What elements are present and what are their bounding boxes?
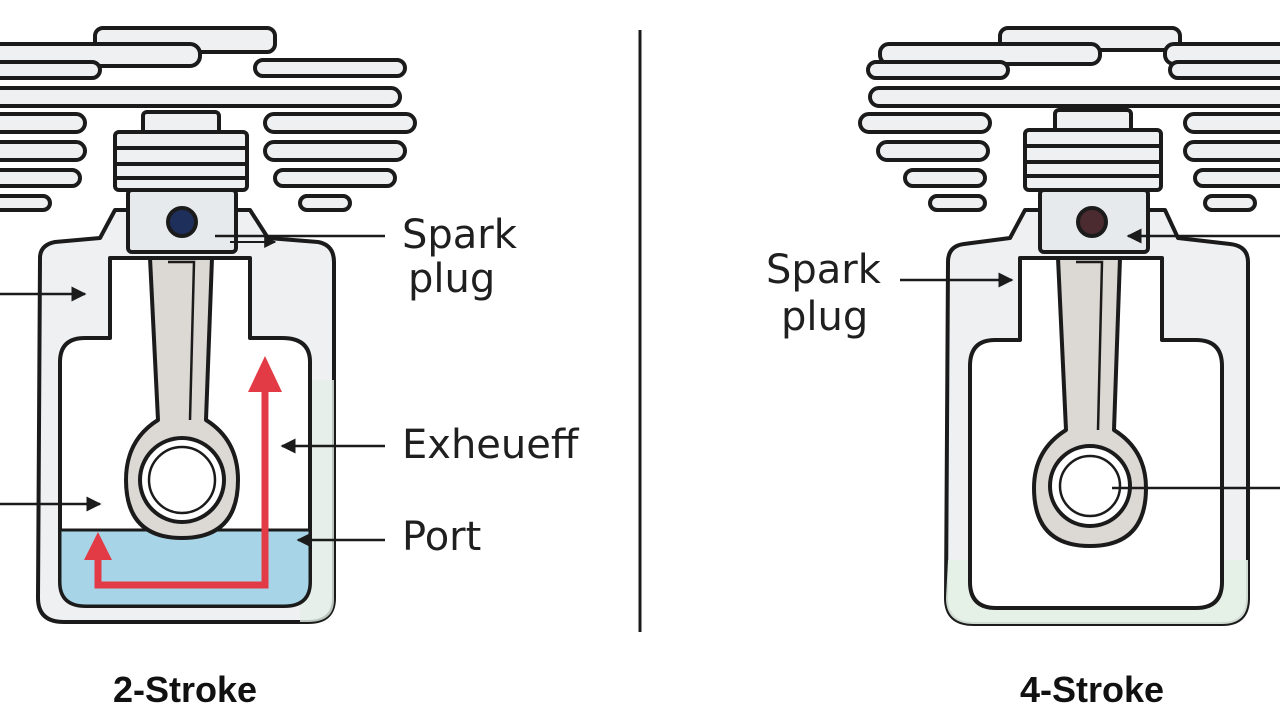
cooling-fins: [0, 26, 417, 212]
label-spark-plug-line1: Spark: [402, 212, 518, 258]
caption-four-stroke: 4-Stroke: [1020, 669, 1164, 710]
label-spark-plug-line2: plug: [408, 256, 495, 302]
caption-two-stroke: 2-Stroke: [113, 669, 257, 710]
flow-arrow: [94, 385, 269, 589]
label-spark-plug-line2: plug: [781, 294, 868, 340]
cooling-fins: [858, 26, 1280, 212]
label-exhaust: Exheueff: [402, 422, 580, 468]
label-port: Port: [402, 514, 481, 560]
spark-plug-icon: [166, 206, 198, 238]
spark-plug-icon: [1076, 206, 1108, 238]
connecting-rod: [124, 256, 240, 540]
two-stroke-engine: Spark plug Exheueff Port 2-Stroke: [0, 26, 580, 710]
label-spark-plug-line1: Spark: [766, 247, 882, 293]
four-stroke-engine: Spark plug 4-Stroke: [766, 26, 1280, 710]
connecting-rod: [1032, 256, 1148, 548]
